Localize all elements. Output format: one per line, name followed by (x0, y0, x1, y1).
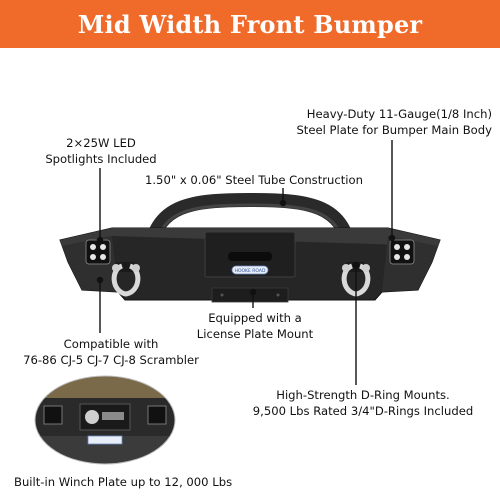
callout-license-plate-line2: License Plate Mount (196, 327, 314, 341)
callout-steel-plate: Heavy-Duty 11-Gauge(1/8 Inch) Steel Plat… (262, 106, 492, 138)
winch-inset-photo (35, 376, 175, 464)
brand-badge-text: HOOKE ROAD (235, 268, 266, 274)
callout-d-ring-line1: High-Strength D-Ring Mounts. (276, 388, 450, 402)
callout-d-ring: High-Strength D-Ring Mounts. 9,500 Lbs R… (232, 387, 494, 419)
callout-compatible: Compatible with 76-86 CJ-5 CJ-7 CJ-8 Scr… (6, 336, 216, 368)
callout-d-ring-line2: 9,500 Lbs Rated 3/4"D-Rings Included (252, 404, 474, 418)
callout-steel-tube: 1.50" x 0.06" Steel Tube Construction (145, 173, 363, 187)
right-led-spotlight (389, 239, 415, 265)
left-d-ring (111, 262, 141, 297)
brand-badge (231, 265, 269, 275)
callout-steel-plate-line1: Heavy-Duty 11-Gauge(1/8 Inch) (306, 107, 492, 121)
left-led-spotlight (85, 239, 111, 265)
license-plate-mount (211, 287, 289, 303)
callout-winch-plate: Built-in Winch Plate up to 12, 000 Lbs (14, 475, 233, 489)
steel-tube-hoop-highlight (154, 203, 346, 248)
callout-leaders (96, 140, 396, 385)
callout-license-plate-line1: Equipped with a (208, 311, 302, 325)
page-title: Mid Width Front Bumper (77, 9, 423, 39)
callout-license-plate: Equipped with a License Plate Mount (175, 310, 335, 342)
callout-spotlights: 2×25W LED Spotlights Included (26, 135, 176, 167)
title-banner: Mid Width Front Bumper (0, 0, 500, 48)
callout-compatible-line1: Compatible with (63, 337, 159, 351)
steel-tube-hoop (143, 192, 357, 257)
callout-spotlights-line2: Spotlights Included (45, 152, 157, 166)
callout-spotlights-line1: 2×25W LED (66, 136, 136, 150)
winch-fairlead-slot (228, 252, 272, 261)
callout-steel-plate-line2: Steel Plate for Bumper Main Body (296, 123, 492, 137)
callout-compatible-line2: 76-86 CJ-5 CJ-7 CJ-8 Scrambler (23, 353, 199, 367)
